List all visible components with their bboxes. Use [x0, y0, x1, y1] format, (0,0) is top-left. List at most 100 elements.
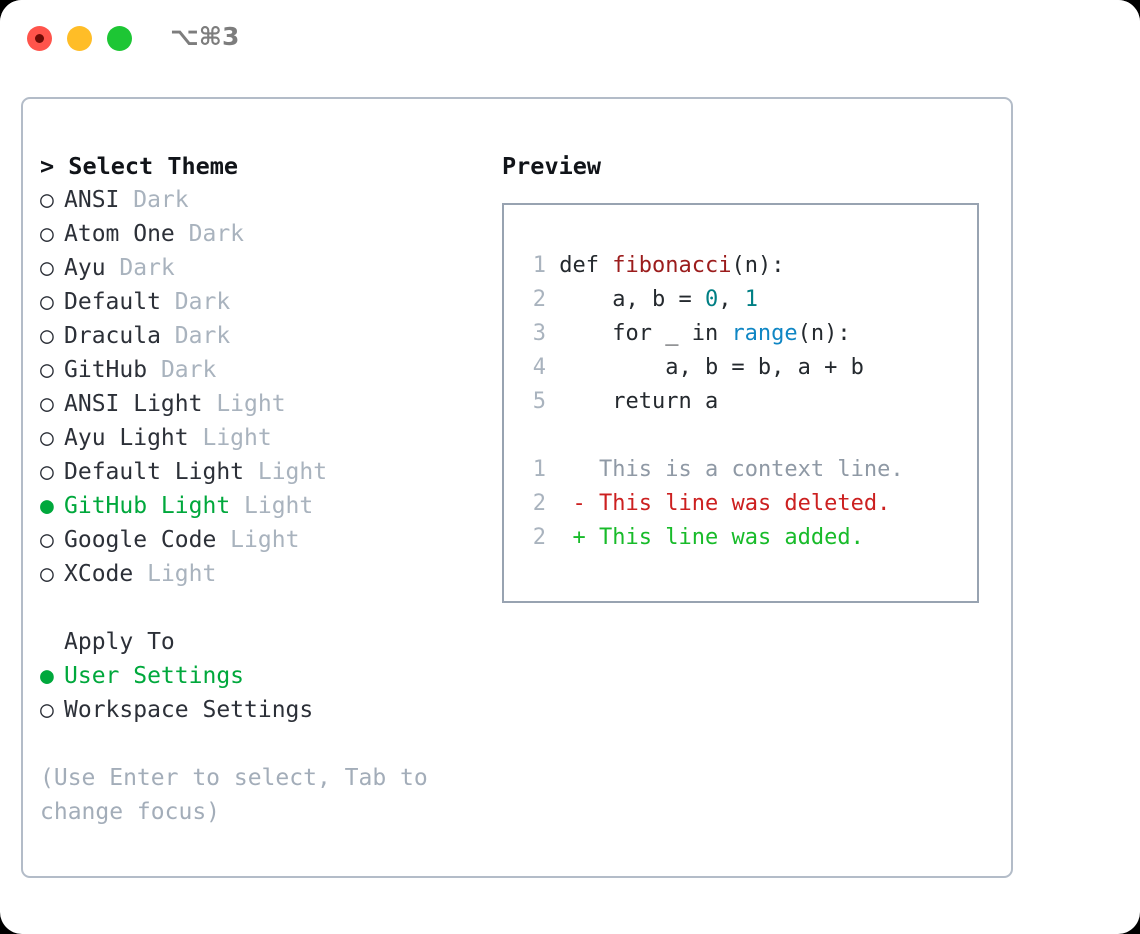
theme-option-github-light[interactable]: ● GitHub Light Light	[40, 489, 480, 523]
diff-line: 2 - This line was deleted.	[504, 487, 977, 521]
maximize-window-button[interactable]	[107, 26, 132, 51]
apply-to-header: Apply To	[64, 629, 175, 655]
radio-unselected-icon: ○	[40, 527, 54, 553]
theme-option-kind: Dark	[147, 357, 217, 383]
code-token: 0	[704, 287, 719, 312]
theme-option-ansi-light[interactable]: ○ANSI Light Light	[40, 387, 480, 421]
theme-option-google-code[interactable]: ○ Google Code Light	[40, 523, 480, 557]
theme-option-label: ANSI Light	[64, 391, 203, 417]
theme-option-kind: Light	[216, 527, 300, 553]
keyboard-shortcut-label: ⌥⌘3	[170, 22, 240, 51]
line-number: 5	[532, 389, 546, 414]
diff-line: 2 + This line was added.	[504, 521, 977, 555]
theme-option-kind: Dark	[160, 323, 231, 349]
content-panel: > Select Theme ○ANSI Dark○Atom One Dark○…	[21, 97, 1013, 878]
radio-unselected-icon: ○	[40, 391, 54, 417]
theme-option-label: Ayu Light	[64, 425, 189, 451]
diff-text: This line was added.	[599, 525, 864, 550]
theme-option-label: Default	[64, 289, 161, 315]
theme-option-kind: Light	[133, 561, 217, 587]
theme-option-label: GitHub Light	[64, 493, 231, 519]
line-number: 1	[532, 457, 546, 482]
theme-option-kind: Dark	[174, 221, 245, 247]
theme-option-label: Google Code	[64, 527, 217, 553]
radio-unselected-icon: ○	[40, 357, 54, 383]
theme-option-label: GitHub	[64, 357, 148, 383]
preview-section: Preview 1 def fibonacci(n):2 a, b = 0, 1…	[502, 149, 1002, 603]
close-icon	[35, 34, 44, 43]
theme-option-label: XCode	[64, 561, 134, 587]
radio-unselected-icon: ○	[40, 323, 54, 349]
radio-unselected-icon: ○	[40, 561, 54, 587]
radio-selected-icon: ●	[40, 663, 54, 689]
apply-to-option-label: User Settings	[64, 663, 245, 689]
theme-list-header: > Select Theme	[40, 152, 239, 180]
code-token: fibonacci	[612, 253, 732, 278]
theme-option-kind: Dark	[119, 187, 189, 213]
theme-option-default-light[interactable]: ○ Default Light Light	[40, 455, 480, 489]
radio-unselected-icon: ○	[40, 187, 54, 213]
apply-to-section: Apply To ● User Settings ○ Workspace Settin…	[40, 625, 480, 727]
line-number: 2	[532, 491, 546, 516]
apply-to-option-user-settings[interactable]: ● User Settings	[40, 659, 480, 693]
theme-option-kind: Dark	[105, 255, 175, 281]
apply-to-option-label: Workspace Settings	[64, 697, 314, 723]
title-bar: ⌥⌘3	[0, 0, 1140, 78]
code-line: 4 a, b = b, a + b	[504, 351, 977, 385]
code-token: return a	[559, 389, 719, 414]
theme-option-ayu[interactable]: ○Ayu Dark	[40, 251, 480, 285]
radio-selected-icon: ●	[40, 493, 54, 519]
diff-marker	[573, 457, 600, 482]
code-token: (n):	[731, 253, 785, 278]
line-number: 3	[532, 321, 546, 346]
code-line: 2 a, b = 0, 1	[504, 283, 977, 317]
radio-unselected-icon: ○	[40, 459, 54, 485]
diff-marker: +	[572, 525, 599, 550]
theme-option-ansi[interactable]: ○ ANSI Dark	[40, 183, 480, 217]
radio-unselected-icon: ○	[40, 425, 54, 451]
theme-option-label: Default Light	[64, 459, 245, 485]
radio-unselected-icon: ○	[40, 221, 54, 247]
preview-title: Preview	[502, 152, 602, 180]
code-token: ,	[718, 287, 745, 312]
diff-line: 1 This is a context line.	[504, 453, 977, 487]
minimize-window-button[interactable]	[67, 26, 92, 51]
theme-option-ayu-light[interactable]: ○ Ayu Light Light	[40, 421, 480, 455]
theme-option-atom-one[interactable]: ○ Atom One Dark	[40, 217, 480, 251]
line-number: 1	[532, 253, 546, 278]
apply-to-option-workspace-settings[interactable]: ○ Workspace Settings	[40, 693, 480, 727]
theme-option-dracula[interactable]: ○ Dracula Dark	[40, 319, 480, 353]
line-number: 2	[532, 287, 546, 312]
theme-option-kind: Light	[244, 459, 328, 485]
code-token: a, b = b, a + b	[559, 355, 864, 380]
line-number: 2	[532, 525, 546, 550]
theme-option-kind: Dark	[160, 289, 231, 315]
diff-marker: -	[572, 491, 599, 516]
apply-to-options: ● User Settings ○ Workspace Settings	[40, 659, 480, 727]
diff-text: This is a context line.	[599, 457, 904, 482]
theme-picker: > Select Theme ○ANSI Dark○Atom One Dark○…	[40, 149, 480, 829]
theme-option-label: Atom One	[64, 221, 175, 247]
code-line: 5 return a	[504, 385, 977, 419]
theme-option-label: Dracula	[64, 323, 161, 349]
code-diff-spacer	[504, 419, 977, 453]
diff-sample: 1 This is a context line.2 - This line w…	[504, 453, 977, 555]
radio-unselected-icon: ○	[40, 697, 54, 723]
theme-option-github[interactable]: ○ GitHub Dark	[40, 353, 480, 387]
code-token: range	[731, 321, 798, 346]
code-line: 3 for _ in range(n):	[504, 317, 977, 351]
diff-text: This line was deleted.	[599, 491, 891, 516]
theme-option-xcode[interactable]: ○ XCode Light	[40, 557, 480, 591]
keyboard-hint: (Use Enter to select, Tab to change focu…	[40, 765, 428, 825]
radio-unselected-icon: ○	[40, 289, 54, 315]
theme-option-default[interactable]: ○ Default Dark	[40, 285, 480, 319]
theme-option-kind: Light	[188, 425, 272, 451]
code-token: for _ in	[559, 321, 732, 346]
code-token: a, b =	[559, 287, 705, 312]
theme-option-kind: Light	[230, 493, 314, 519]
theme-list: ○ANSI Dark○Atom One Dark○Ayu Dark○Defaul…	[40, 183, 480, 591]
theme-option-label: Ayu	[64, 255, 106, 281]
theme-option-label: ANSI	[64, 187, 120, 213]
